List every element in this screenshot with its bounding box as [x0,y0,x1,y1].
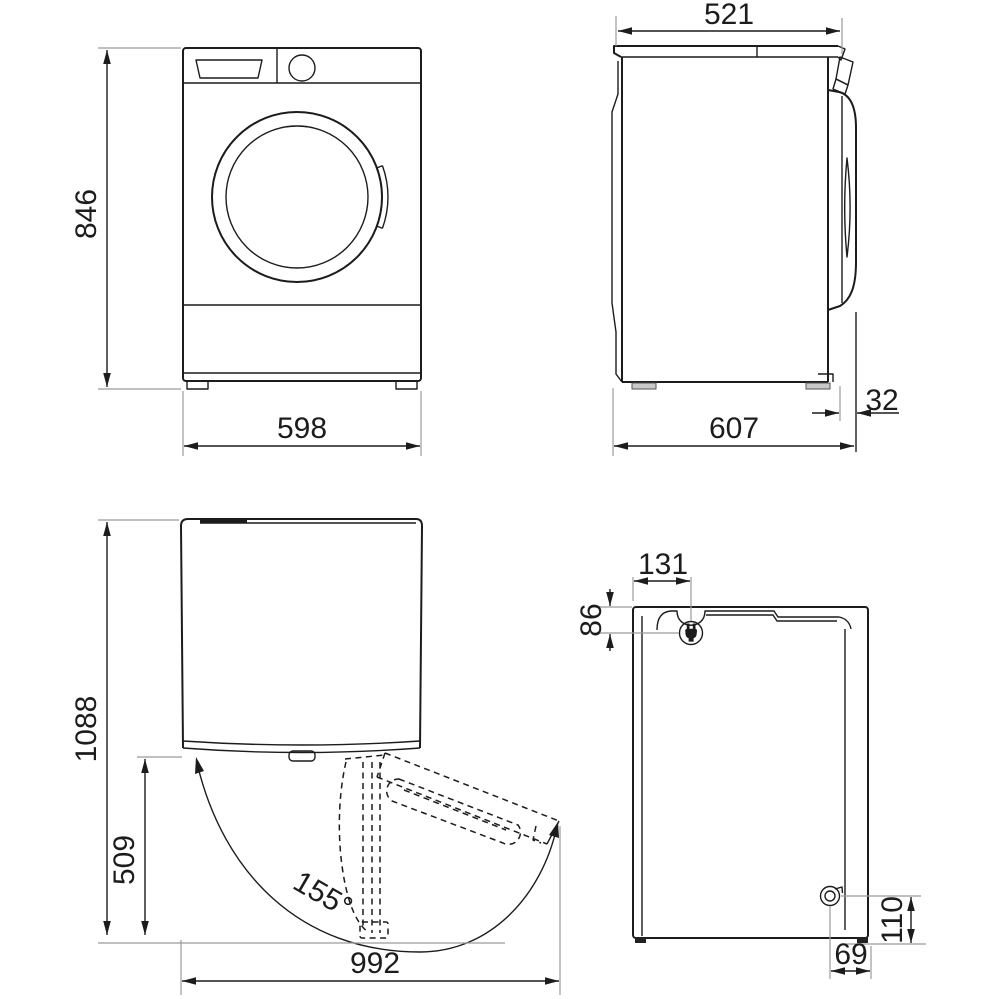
rear-top-channel [656,610,852,631]
front-right-foot [395,380,418,390]
plug-prong [692,623,696,630]
front-width-label: 598 [277,412,327,445]
side-door-profile [827,89,857,311]
door-handle-tick-bottom [376,225,383,230]
side-left-foot [631,382,657,390]
door-open-height-label: 1088 [70,696,103,763]
door-outer-ring [211,111,383,283]
door-90deg-end-dashed [359,921,389,939]
hose-tab [834,886,844,894]
door-open-window-dashed [385,778,522,846]
drain-x-dimension-69: 69 [829,906,872,979]
width-dimension-598: 598 [182,391,422,456]
top-door-latch [288,750,316,762]
rear-right-foot [857,937,868,943]
front-door [211,111,389,283]
top-body [180,518,423,749]
plug-y-dimension-86: 86 [575,589,679,651]
hose-outer [819,885,841,907]
door-protrusion-dimension-32: 32 [812,312,899,452]
door-open-bottom-edge-dashed [376,776,548,845]
drain-from-bottom-label: 110 [876,896,909,944]
swing-arc-arrowhead-end [549,822,559,838]
plug-from-top-label: 86 [575,603,608,636]
drain-y-dimension-110: 110 [841,895,926,945]
top-front-inner-curve [182,740,421,746]
door-open-rear-edge-dashed [376,752,386,778]
door-swing-width-label: 992 [350,947,400,980]
door-swing-arc [196,762,558,953]
side-back-profile [611,61,623,383]
rear-left-foot [635,937,646,943]
front-display [195,59,263,79]
drain-hose-icon [819,885,844,907]
plug-x-dimension-131: 131 [632,548,692,621]
front-knob [288,54,316,82]
door-width-dimension-992: 992 [180,826,561,995]
front-height-label: 846 [70,189,103,239]
side-top-depth-label: 521 [704,0,754,31]
door-swing-drawing: 155° [195,752,560,953]
side-view: 521 32 607 [611,0,899,456]
depth-top-dimension-521: 521 [615,0,843,54]
door-hinge-edge-dashed [344,754,386,760]
side-door-protrusion-label: 32 [865,384,898,417]
height-dimension-846: 846 [70,47,181,390]
depth-total-dimension-607: 607 [612,388,854,456]
side-right-foot [805,382,831,390]
door-inner-ring [225,125,369,269]
plug-from-side-label: 131 [638,548,688,581]
rear-body [632,606,869,939]
power-plug-icon [678,620,704,646]
top-machine-outline [180,518,423,762]
plug-prong [686,623,690,630]
side-door-window-lens [844,157,851,258]
door-handle-tick-top [376,164,383,169]
front-machine-outline [182,47,422,390]
door-open-top-view: 155° 1088 509 992 [70,518,561,995]
top-front-edge-curve [182,747,421,754]
door-angle-label: 155° [288,865,358,925]
side-total-depth-label: 607 [709,412,759,445]
plug-body [685,628,697,642]
rear-view: 131 86 110 69 [575,548,926,979]
height-open-dimension-1088: 1088 [70,519,505,944]
front-view: 846 598 [70,47,422,456]
front-left-foot [186,380,209,390]
swing-arc-arrowhead-start [195,757,204,774]
door-open-window-inner-dashed [403,789,507,831]
rear-machine-outline [632,606,869,943]
rear-top-channel-inner [706,614,837,622]
hose-inner [824,890,836,902]
door-open-top-edge-dashed [384,752,560,822]
front-body [182,47,422,382]
side-bottom-step [818,373,834,382]
drain-from-side-label: 69 [834,938,867,971]
door-swing-depth-label: 509 [108,835,141,885]
plug-circle [678,620,704,646]
side-machine-outline [611,45,857,390]
door-open-handle-dashed [532,825,542,844]
side-top-panel-top [613,45,838,58]
door-depth-dimension-509: 509 [108,756,182,935]
door-handle-arc [381,165,389,229]
